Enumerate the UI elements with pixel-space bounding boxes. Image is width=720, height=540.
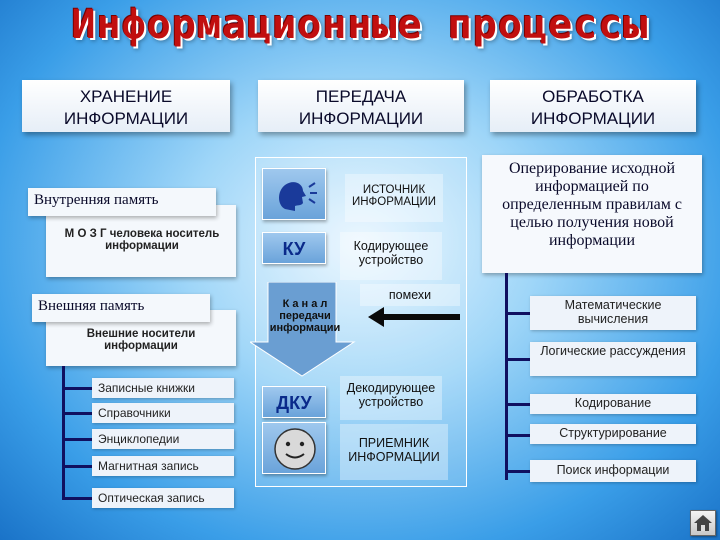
processing-item: Поиск информации	[530, 460, 696, 482]
processing-item: Кодирование	[530, 394, 696, 414]
external-memory-label: Внешняя память	[32, 294, 210, 322]
noise-arrow	[368, 307, 460, 327]
smiley-face-icon	[274, 428, 316, 470]
external-memory-desc: Внешние носители информации	[86, 328, 196, 352]
media-item: Записные книжки	[92, 378, 234, 398]
tree-connector	[62, 465, 92, 468]
tree-connector	[505, 403, 531, 406]
header-storage: ХРАНЕНИЕ ИНФОРМАЦИИ	[22, 80, 230, 132]
channel-label: К а н а л передачи информации	[269, 298, 341, 334]
receiver-tile	[262, 422, 326, 474]
processing-tree-line	[505, 273, 508, 480]
receiver-label: ПРИЕМНИК ИНФОРМАЦИИ	[348, 436, 440, 464]
tree-connector	[62, 497, 92, 500]
decoder-box	[340, 376, 442, 420]
processing-item: Логические рассуждения	[530, 342, 696, 376]
home-button[interactable]	[690, 510, 716, 536]
internal-memory-box	[46, 205, 236, 277]
definition-box	[482, 155, 702, 273]
speaking-head-icon	[279, 182, 317, 211]
tree-connector	[62, 387, 92, 390]
home-icon	[694, 515, 712, 531]
page-title: Информационные процессы	[71, 2, 649, 48]
encoder-box	[340, 232, 442, 280]
encoder-label: Кодирующее устройство	[353, 239, 429, 267]
internal-memory-desc: М О З Г человека носитель информации	[64, 228, 220, 252]
internal-memory-label: Внутренняя память	[28, 188, 216, 216]
noise-box	[360, 284, 460, 306]
tree-connector	[62, 412, 92, 415]
tree-connector	[62, 438, 92, 441]
noise-label: помехи	[388, 288, 432, 302]
definition-text: Оперирование исходной информацией по опр…	[502, 160, 682, 249]
media-item: Справочники	[92, 403, 234, 423]
tree-connector	[505, 312, 531, 315]
header-transfer: ПЕРЕДАЧА ИНФОРМАЦИИ	[258, 80, 464, 132]
dku-tile: ДКУ	[262, 386, 326, 418]
media-item: Магнитная запись	[92, 456, 234, 476]
processing-item: Математические вычисления	[530, 296, 696, 330]
storage-tree-line	[62, 366, 65, 500]
tree-connector	[505, 358, 531, 361]
media-item: Энциклопедии	[92, 429, 234, 449]
media-item: Оптическая запись	[92, 488, 234, 508]
source-box	[345, 174, 443, 222]
speaker-tile	[262, 168, 326, 220]
tree-connector	[505, 470, 531, 473]
ku-tile: КУ	[262, 232, 326, 264]
channel-arrow	[250, 282, 356, 377]
decoder-label: Декодирующее устройство	[346, 381, 436, 409]
header-processing: ОБРАБОТКА ИНФОРМАЦИИ	[490, 80, 696, 132]
source-label: ИСТОЧНИК ИНФОРМАЦИИ	[351, 184, 437, 208]
receiver-box	[340, 424, 448, 480]
processing-item: Структурирование	[530, 424, 696, 444]
tree-connector	[505, 434, 531, 437]
